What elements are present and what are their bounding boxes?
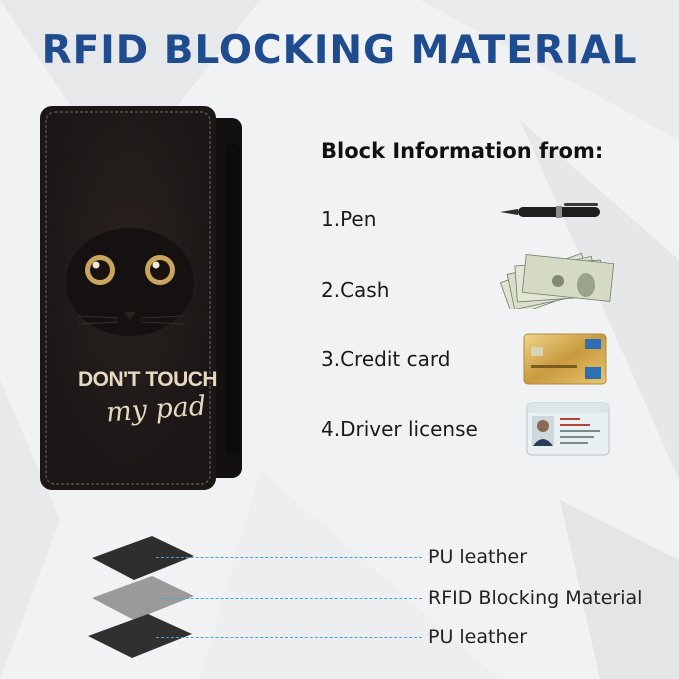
layer-rfid-material [92, 576, 194, 620]
cash-icon [500, 252, 615, 309]
passport-wallet: DON'T TOUCH my pad [38, 104, 248, 492]
cat-eyes [85, 255, 175, 285]
block-item-cash: 2.Cash [321, 278, 390, 302]
block-item-driver-license: 4.Driver license [321, 417, 478, 441]
driver-license-icon [526, 402, 610, 456]
layer-line-3 [156, 637, 422, 638]
layer-label-pu-leather-top: PU leather [428, 546, 528, 568]
block-item-credit-card: 3.Credit card [321, 347, 451, 371]
credit-card-icon [523, 333, 607, 385]
layer-line-2 [156, 598, 422, 599]
layer-pu-leather-top [92, 536, 194, 580]
layer-pu-leather-bottom [88, 614, 192, 658]
layer-label-pu-leather-bottom: PU leather [428, 626, 528, 648]
material-layers [88, 536, 194, 658]
layer-line-1 [156, 557, 422, 558]
page-headline: RFID BLOCKING MATERIAL [41, 28, 638, 73]
wallet-illustration [40, 106, 242, 490]
layer-label-rfid: RFID Blocking Material [428, 587, 643, 609]
slogan-line-1: DON'T TOUCH [78, 368, 218, 391]
block-item-pen: 1.Pen [321, 207, 377, 231]
pen-icon [500, 203, 600, 218]
block-info-heading: Block Information from: [321, 139, 604, 163]
